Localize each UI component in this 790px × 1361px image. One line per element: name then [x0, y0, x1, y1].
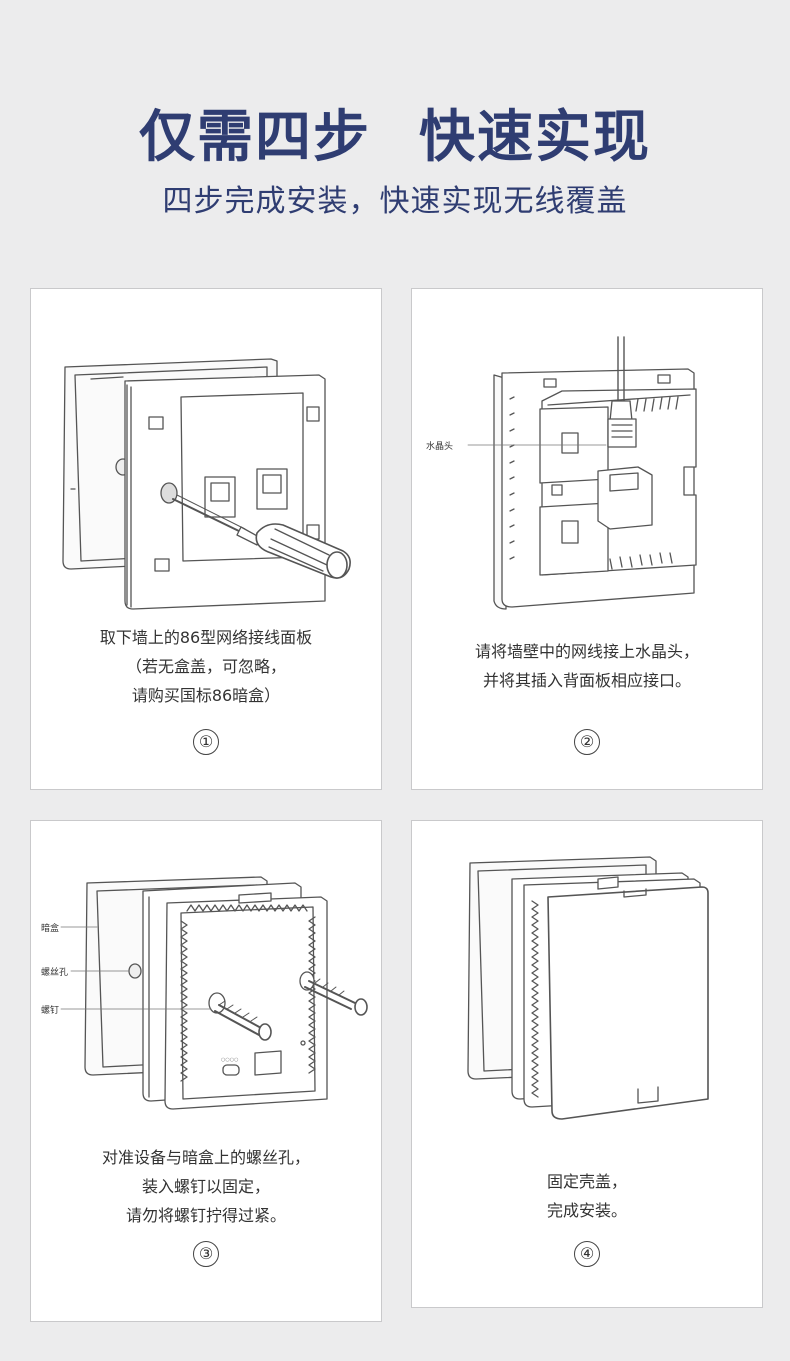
step-1-line-2: （若无盒盖，可忽略， [125, 657, 286, 676]
remove-panel-illustration [62, 358, 351, 610]
rj45-plug-label: 水晶头 [426, 442, 454, 452]
connect-rj45-illustration [467, 336, 697, 610]
step-card-4: 固定壳盖， 完成安装。 ④ [411, 820, 763, 1308]
attach-cover-illustration [467, 856, 709, 1120]
step-2-number: ② [574, 729, 600, 755]
svg-text:○○○○: ○○○○ [221, 1057, 238, 1063]
step-1-line-1: 取下墙上的86型网络接线面板 [99, 628, 313, 647]
screw-hole-label: 螺丝孔 [41, 968, 69, 978]
page-subtitle: 四步完成安装，快速实现无线覆盖 [162, 184, 628, 219]
step-3-number: ③ [193, 1241, 219, 1267]
step-3-line-1: 对准设备与暗盒上的螺丝孔， [101, 1148, 310, 1167]
page-title-left: 仅需四步 [139, 105, 371, 170]
step-card-3: ○○○○ 暗盒 螺丝孔 螺钉 对准设备与暗盒上的螺丝孔， 装入螺钉以固定， 请勿… [30, 820, 382, 1322]
step-4-line-2: 完成安装。 [546, 1201, 627, 1220]
step-1-line-3: 请购买国标86暗盒） [131, 686, 281, 705]
step-card-1: 取下墙上的86型网络接线面板 （若无盒盖，可忽略， 请购买国标86暗盒） ① [30, 288, 382, 790]
step-4-number: ④ [574, 1241, 600, 1267]
page-title: 仅需四步快速实现 [0, 92, 790, 173]
step-3-description: 对准设备与暗盒上的螺丝孔， 装入螺钉以固定， 请勿将螺钉拧得过紧。 [31, 1143, 381, 1230]
step-2-line-2: 并将其插入背面板相应接口。 [482, 671, 691, 690]
step-card-2: 水晶头 请将墙壁中的网线接上水晶头， 并将其插入背面板相应接口。 ② [411, 288, 763, 790]
step-3-line-2: 装入螺钉以固定， [141, 1177, 270, 1196]
step-1-number: ① [193, 729, 219, 755]
fix-screws-illustration: ○○○○ [60, 876, 368, 1110]
step-3-line-3: 请勿将螺钉拧得过紧。 [125, 1206, 286, 1225]
page-title-right: 快速实现 [419, 105, 651, 170]
step-4-description: 固定壳盖， 完成安装。 [412, 1167, 762, 1225]
step-2-description: 请将墙壁中的网线接上水晶头， 并将其插入背面板相应接口。 [412, 637, 762, 695]
screw-label: 螺钉 [41, 1006, 60, 1016]
step-4-line-1: 固定壳盖， [546, 1172, 627, 1191]
step-1-description: 取下墙上的86型网络接线面板 （若无盒盖，可忽略， 请购买国标86暗盒） [31, 623, 381, 710]
wall-box-label: 暗盒 [41, 924, 60, 934]
step-2-line-1: 请将墙壁中的网线接上水晶头， [474, 642, 699, 661]
